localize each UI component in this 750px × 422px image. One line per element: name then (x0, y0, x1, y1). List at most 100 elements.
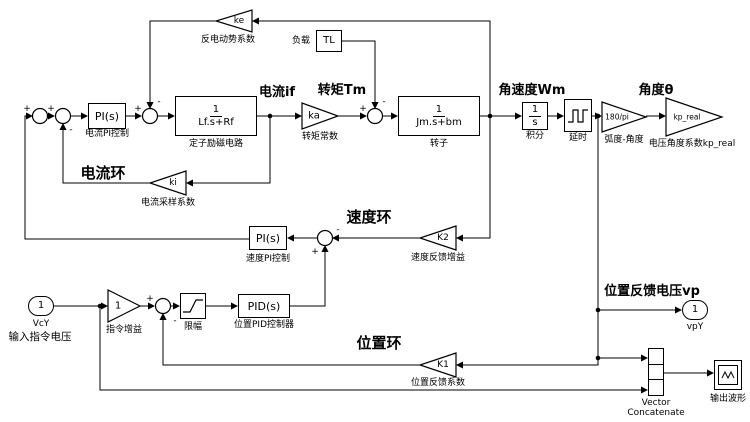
sum-sign: - (69, 125, 72, 135)
wire-pid-to-sum5 (290, 244, 329, 307)
wire-junction-dot-if (267, 113, 273, 119)
block-delay (564, 99, 592, 132)
scope-trace-icon (721, 370, 735, 380)
block-pi-current: PI(s) (88, 103, 126, 129)
wire-vp-tap-to-k1 (455, 116, 599, 369)
sum-sign: - (336, 225, 339, 235)
wire-junction-dot-cmd (97, 303, 103, 309)
caption-pi-speed: 速度PI控制 (245, 254, 291, 264)
caption-saturation: 限幅 (183, 322, 203, 332)
label-torque-tm: 转矩Tm (317, 83, 367, 98)
wire-speedpi-to-sum1 (24, 112, 249, 240)
block-load-tl: TL (316, 30, 342, 52)
integrator-denominator: s (532, 116, 538, 128)
caption-integrator: 积分 (525, 131, 545, 141)
block-pi-current-label: PI(s) (94, 109, 120, 123)
stator-tf-denominator: Lf.s+Rf (198, 116, 234, 128)
sum-position (154, 297, 172, 315)
sum-sign: + (134, 104, 142, 114)
rotor-tf-fraction: 1 Jm.s+bm (416, 104, 462, 129)
gain-rad2deg-label: 180/pi (605, 113, 629, 122)
block-pi-speed-label: PI(s) (255, 231, 281, 245)
gain-ke-label: ke (234, 16, 245, 26)
caption-ka: 转矩常数 (301, 132, 339, 142)
wire-if-to-ki (185, 116, 271, 187)
caption-k2: 速度反馈增益 (410, 253, 466, 263)
gain-k2 (418, 225, 457, 251)
gain-cmd (107, 289, 142, 323)
wire-k1-to-sum6 (159, 312, 420, 366)
label-speed-loop: 速度环 (346, 208, 392, 226)
label-angle-theta: 角度θ (638, 83, 674, 98)
caption-load: 负载 (291, 36, 311, 46)
concat-divider (649, 364, 663, 366)
sum-emf (141, 107, 159, 125)
wire-junction-dot-vp2 (595, 355, 601, 361)
inport-vcy-number: 1 (37, 300, 45, 311)
gain-ke (213, 9, 253, 33)
label-speed-wm: 角速度Wm (498, 83, 566, 98)
block-saturation (180, 293, 206, 319)
label-current-if: 电流if (258, 85, 296, 100)
wire-junction-dot-theta (595, 113, 601, 119)
outport-vpy: 1 (682, 300, 708, 320)
caption-kp-real: 电压角度系数kp_real (648, 139, 736, 149)
caption-cmd-gain: 指令增益 (105, 325, 143, 335)
caption-scope: 输出波形 (709, 394, 747, 404)
block-rotor-tf: 1 Jm.s+bm (398, 96, 480, 136)
block-stator-tf: 1 Lf.s+Rf (175, 96, 257, 136)
gain-ki-label: ki (169, 178, 177, 188)
gain-k1 (418, 352, 457, 378)
wire-wm-to-ke (251, 17, 491, 116)
caption-pid: 位置PID控制器 (233, 320, 295, 330)
block-pid-position: PID(s) (238, 294, 290, 318)
block-vector-concatenate (648, 348, 664, 396)
caption-rad2deg: 弧度-角度 (604, 135, 644, 145)
sum-sign: + (359, 104, 367, 114)
sum-torque (366, 107, 384, 125)
label-pos-fb-voltage: 位置反馈电压vp (604, 284, 700, 299)
wire-wm-to-k2 (455, 116, 491, 242)
scope-screen (718, 365, 738, 385)
gain-ka (301, 102, 340, 130)
gain-ka-label: ka (308, 111, 320, 122)
delay-waveform-icon (568, 108, 588, 123)
sum-speed (316, 229, 334, 247)
gain-cmd-label: 1 (115, 301, 121, 312)
gain-rad2deg (601, 101, 648, 133)
sum-current-outer (31, 107, 49, 125)
gain-k2-label: K2 (437, 233, 449, 243)
stator-tf-numerator: 1 (209, 104, 223, 117)
caption-stator: 定子励磁电路 (188, 139, 244, 149)
gain-ki (148, 170, 187, 196)
wire-tl-to-sum4 (342, 40, 379, 110)
integrator-fraction: 1 s (528, 104, 542, 129)
wire-junction-dot-wm (487, 113, 493, 119)
wire-cmd-to-concat (99, 306, 649, 394)
block-scope (714, 360, 742, 390)
label-current-loop: 电流环 (80, 164, 126, 182)
sum-sign: - (382, 97, 385, 107)
block-load-tl-label: TL (323, 35, 335, 46)
caption-vpy: vpY (686, 322, 704, 332)
integrator-numerator: 1 (528, 104, 542, 117)
caption-rotor: 转子 (429, 139, 449, 149)
inport-vcy: 1 (28, 296, 54, 316)
gain-kp-real-label: kp_real (673, 113, 700, 122)
label-position-loop: 位置环 (356, 334, 402, 352)
block-integrator: 1 s (522, 102, 548, 130)
saturation-icon (183, 299, 203, 313)
concat-divider (649, 379, 663, 381)
caption-pi-current: 电流PI控制 (84, 129, 130, 139)
wire-junction-dot-vp (595, 307, 601, 313)
caption-k1: 位置反馈系数 (410, 378, 466, 388)
wire-ke-to-sum3 (146, 20, 216, 110)
sum-sign: - (173, 316, 176, 326)
caption-concat: Vector Concatenate (627, 398, 685, 418)
gain-kp-real (665, 97, 724, 137)
rotor-tf-denominator: Jm.s+bm (416, 116, 462, 128)
caption-vcy: VcY (32, 319, 50, 329)
caption-delay: 延时 (568, 133, 588, 143)
